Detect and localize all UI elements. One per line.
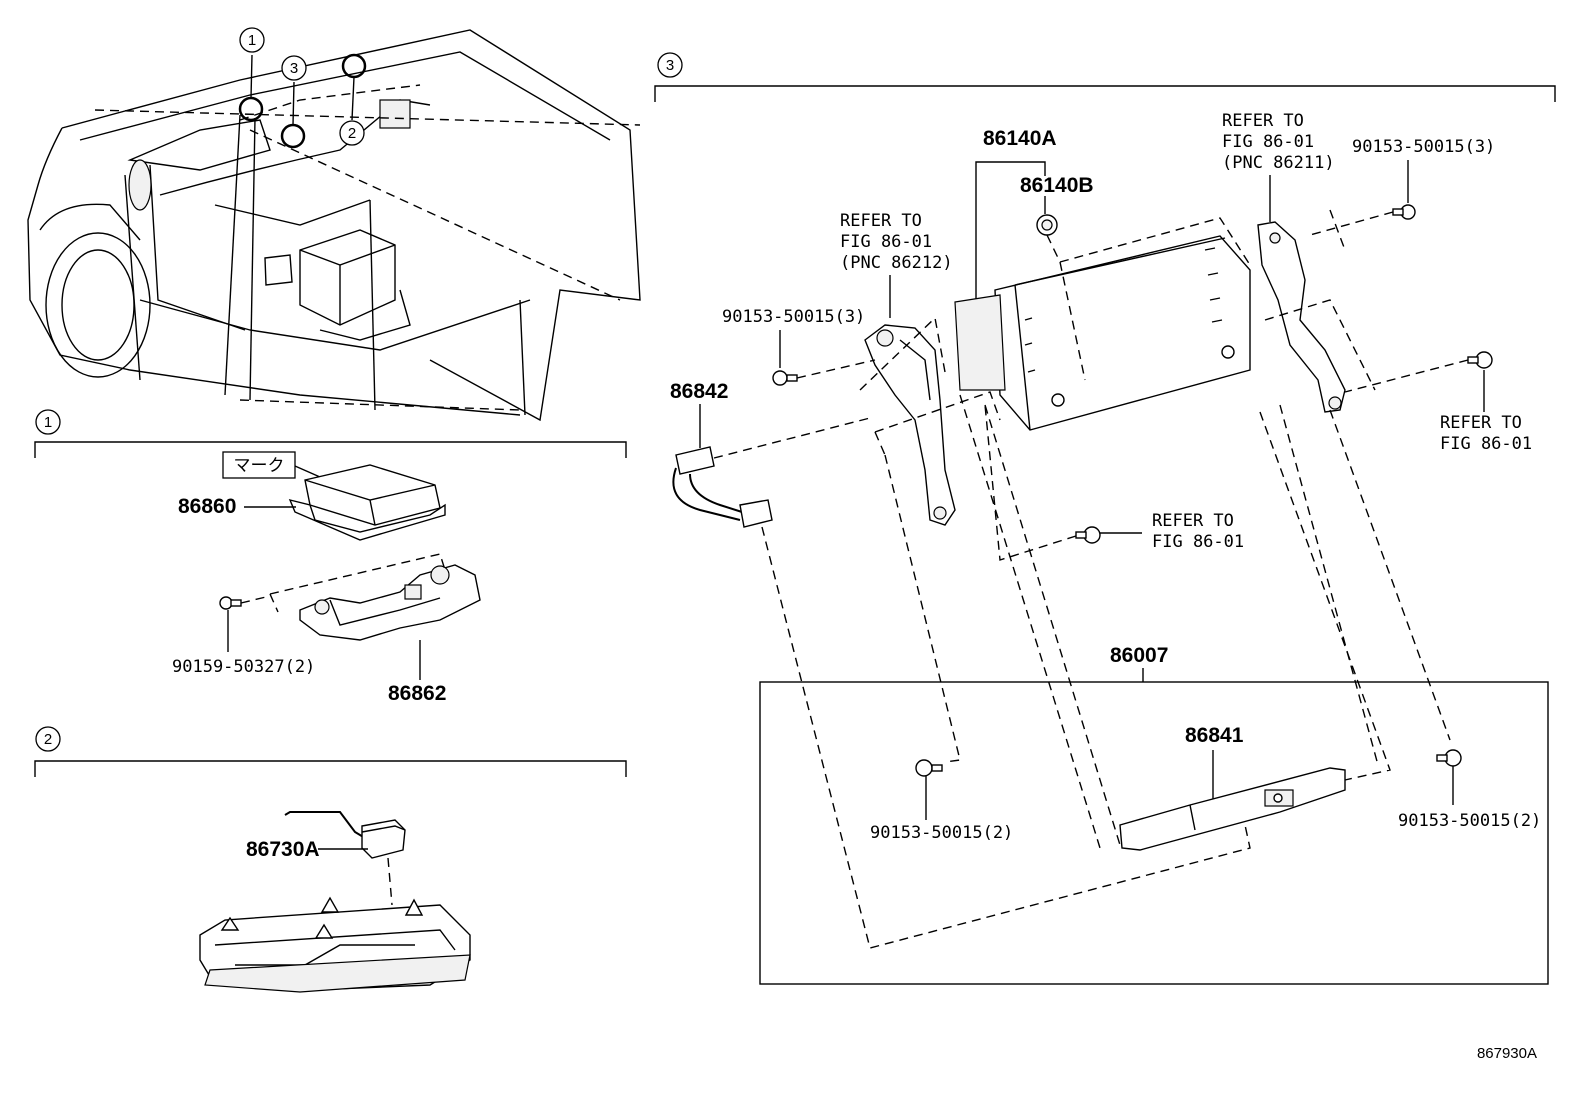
label-86007: 86007 xyxy=(1110,644,1168,667)
ref-86212-line3: (PNC 86212) xyxy=(840,253,953,273)
left-mounting-bracket[interactable] xyxy=(864,324,956,526)
callout-2[interactable]: 2 xyxy=(339,120,365,146)
ref-right-line1: REFER TO xyxy=(1440,413,1522,433)
section-3-number: 3 xyxy=(666,57,674,74)
callout-3-number: 3 xyxy=(290,60,298,77)
part-86842-cable[interactable] xyxy=(672,446,773,528)
right-mounting-bracket[interactable] xyxy=(1257,221,1346,413)
label-bolt-left-bottom: 90153-50015(2) xyxy=(870,823,1013,843)
bolt-ref-middle[interactable] xyxy=(1075,526,1101,544)
label-bolt-right-bottom: 90153-50015(2) xyxy=(1398,811,1541,831)
callout-2-number: 2 xyxy=(348,125,356,142)
label-86140B: 86140B xyxy=(1020,174,1094,197)
part-86860-sensor[interactable] xyxy=(288,464,446,541)
location-ring-3 xyxy=(280,123,306,149)
label-86730A: 86730A xyxy=(246,838,320,861)
label-86841: 86841 xyxy=(1185,724,1244,747)
section-2: 2 86730A xyxy=(34,726,627,993)
part-86140A-display-unit[interactable] xyxy=(954,235,1251,431)
ref-86211-line2: FIG 86-01 xyxy=(1222,132,1314,152)
mark-label: マーク xyxy=(234,456,285,476)
bolt-90159[interactable] xyxy=(219,596,242,610)
ref-right-line2: FIG 86-01 xyxy=(1440,434,1532,454)
section-1-badge xyxy=(35,409,61,435)
bolt-90153-left-bottom[interactable] xyxy=(915,759,943,777)
part-86862-bracket[interactable] xyxy=(299,564,481,641)
part-86841-bracket[interactable] xyxy=(1119,767,1346,851)
section-1-number: 1 xyxy=(44,414,52,431)
bolt-90153-left-top[interactable] xyxy=(772,370,798,386)
ref-86211-line3: (PNC 86211) xyxy=(1222,153,1335,173)
bolt-90153-right-top[interactable] xyxy=(1392,204,1416,220)
overhead-console-housing[interactable] xyxy=(199,896,471,993)
section-2-number: 2 xyxy=(44,731,52,748)
ref-86212-line1: REFER TO xyxy=(840,211,922,231)
assembly-86007-frame xyxy=(759,681,1549,985)
section-2-badge xyxy=(35,726,61,752)
section-2-bracket xyxy=(34,760,627,777)
section-3-badge xyxy=(657,52,683,78)
mark-label-box xyxy=(222,451,296,479)
callout-1[interactable]: 1 xyxy=(239,27,265,53)
section-1: 1 マーク 86860 90159- xyxy=(34,409,627,705)
part-86730A-module[interactable] xyxy=(284,811,406,859)
bolt-90153-right-bottom[interactable] xyxy=(1436,749,1462,767)
label-90159-50327: 90159-50327(2) xyxy=(172,657,315,677)
label-86860: 86860 xyxy=(178,495,236,518)
vehicle-overview xyxy=(27,29,641,422)
section-3: 3 86140A 86140B xyxy=(654,52,1556,985)
bolt-ref-right[interactable] xyxy=(1467,351,1493,369)
callout-1-number: 1 xyxy=(248,32,256,49)
label-86842: 86842 xyxy=(670,380,728,403)
diagram-id: 867930A xyxy=(1477,1045,1537,1062)
label-bolt-left-top: 90153-50015(3) xyxy=(722,307,865,327)
part-86140B-grommet[interactable] xyxy=(1036,214,1058,236)
label-86140A: 86140A xyxy=(983,127,1057,150)
label-bolt-right-top: 90153-50015(3) xyxy=(1352,137,1495,157)
callout-3[interactable]: 3 xyxy=(281,55,307,81)
section-3-bracket xyxy=(654,85,1556,102)
label-86862: 86862 xyxy=(388,682,446,705)
section-1-bracket xyxy=(34,441,627,458)
ref-mid-line1: REFER TO xyxy=(1152,511,1234,531)
ref-86212-line2: FIG 86-01 xyxy=(840,232,932,252)
ref-mid-line2: FIG 86-01 xyxy=(1152,532,1244,552)
ref-86211-line1: REFER TO xyxy=(1222,111,1304,131)
location-ring-1 xyxy=(238,96,264,122)
